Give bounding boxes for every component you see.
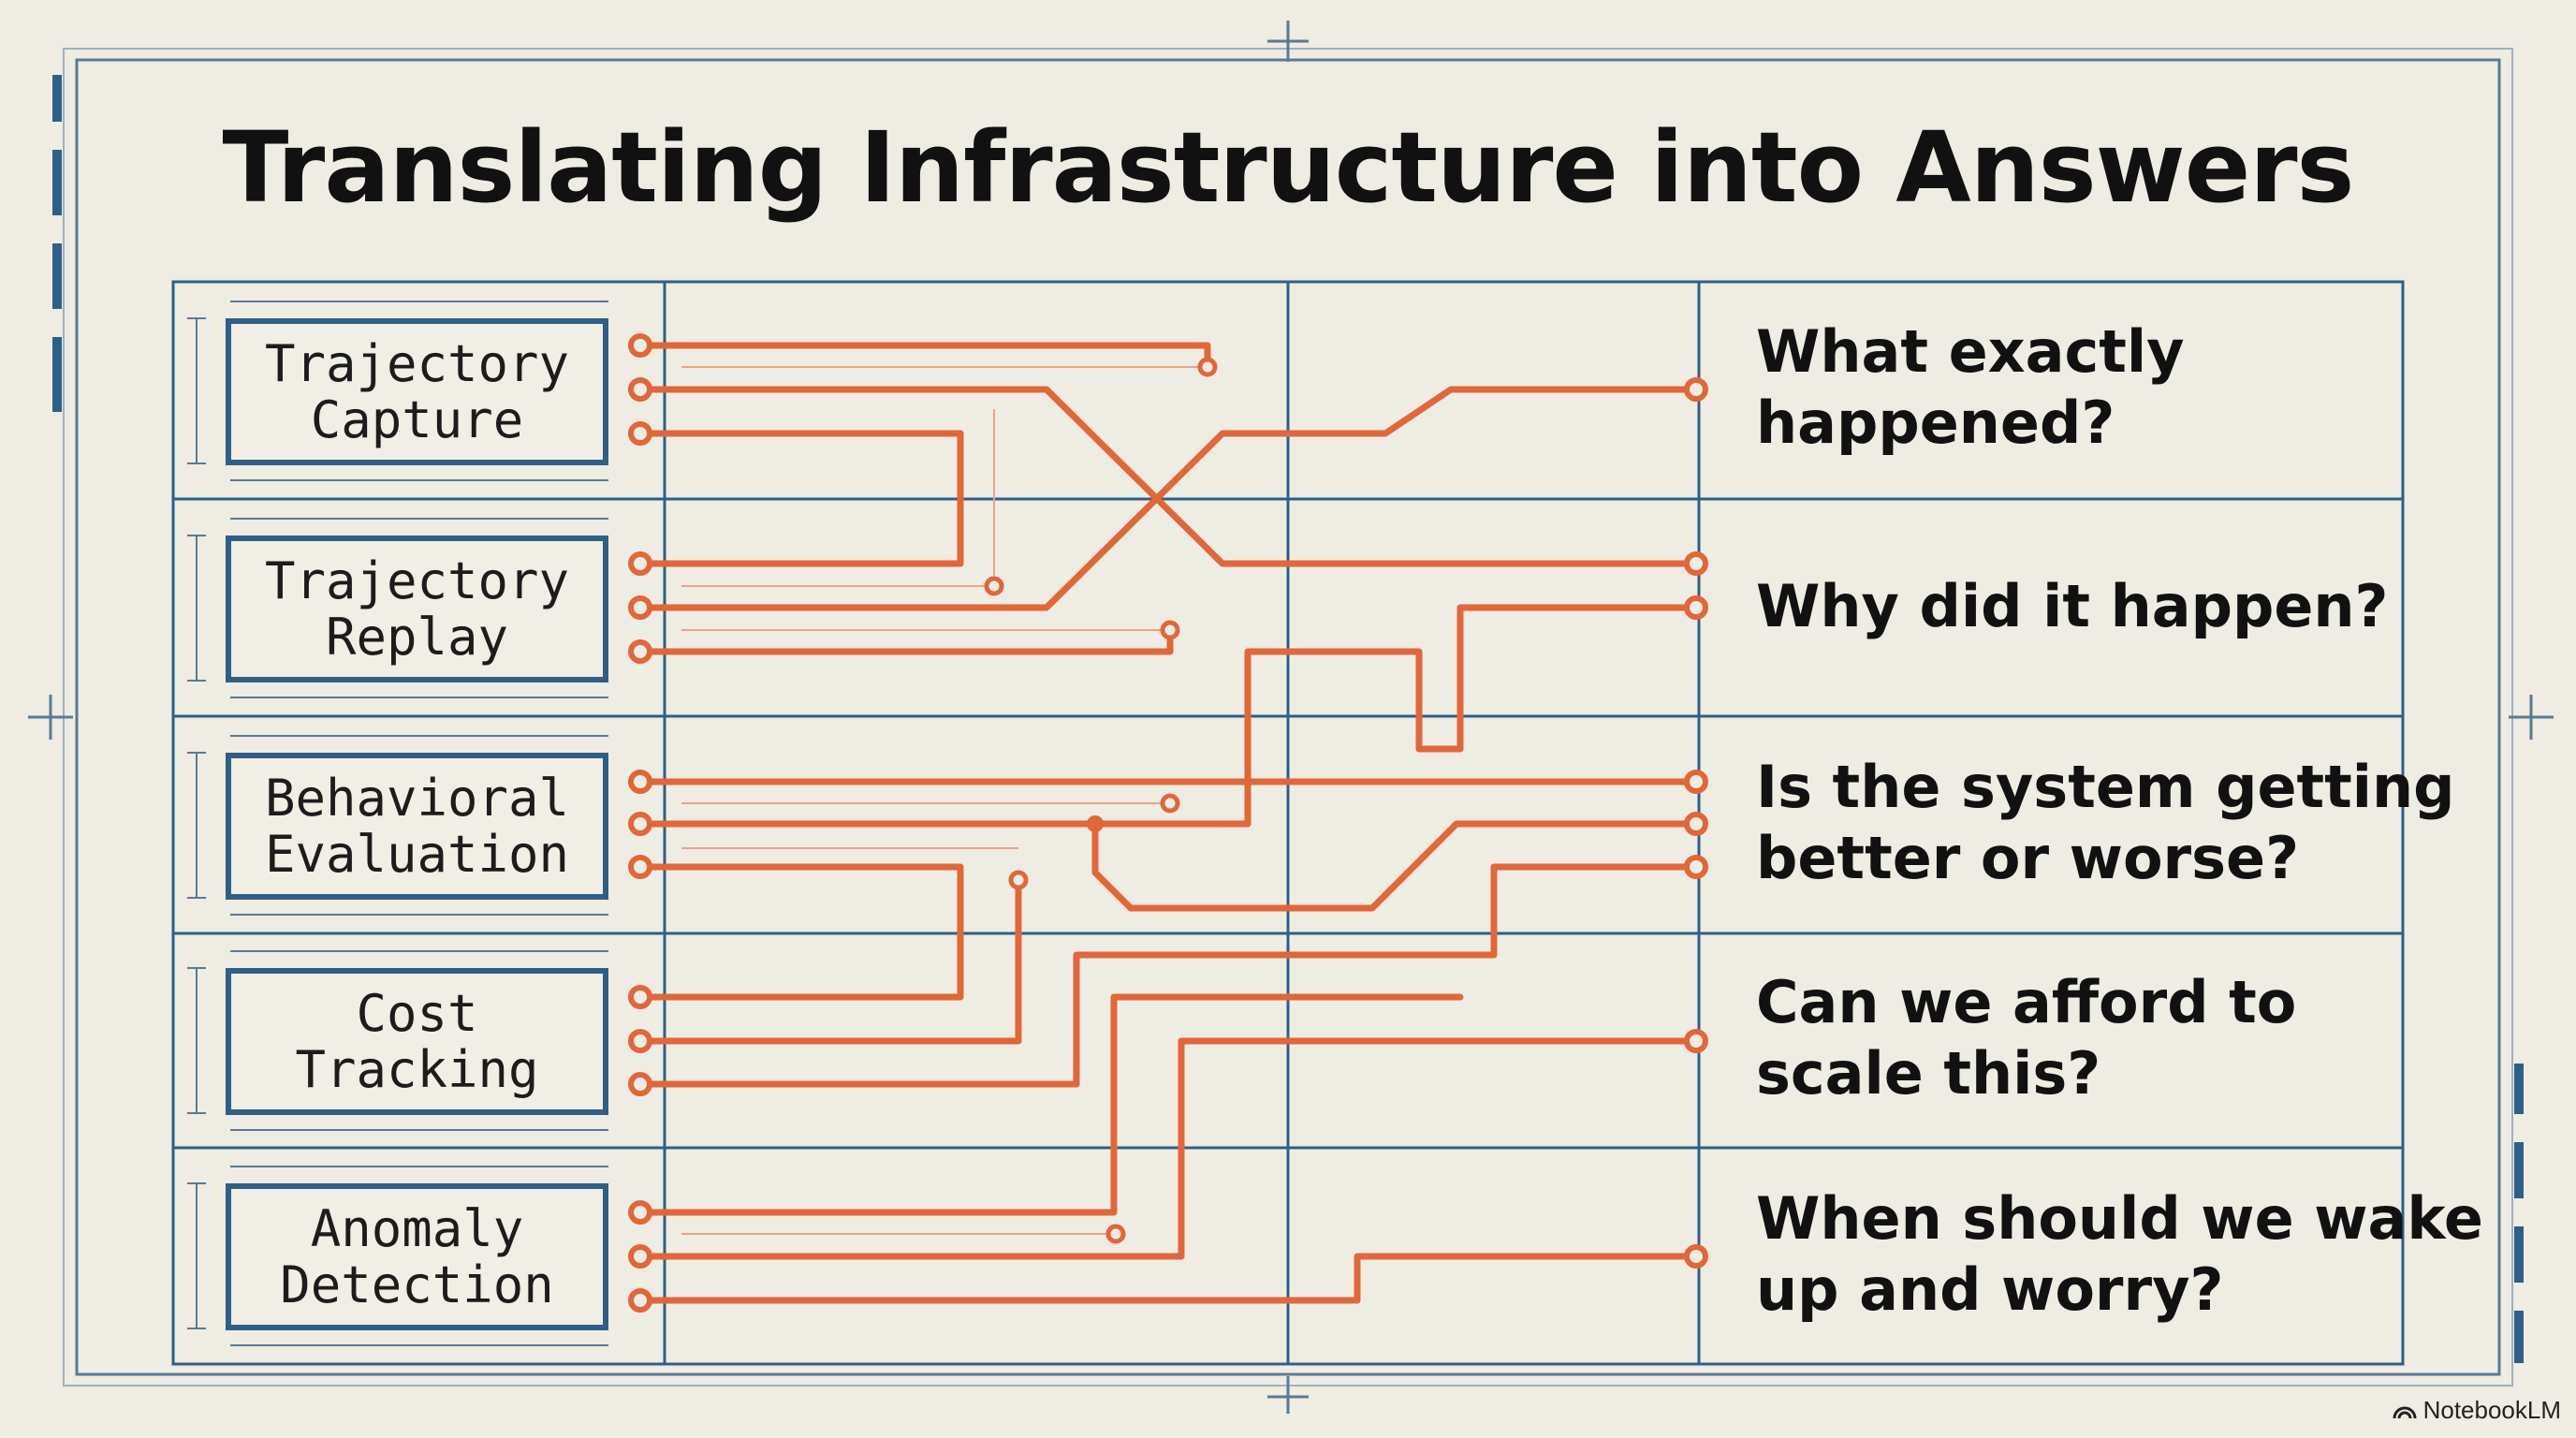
module-label-line1: Behavioral <box>264 768 570 828</box>
module-trajectory-capture: Trajectory Capture <box>226 318 608 465</box>
module-label-line2: Replay <box>325 607 509 667</box>
drafting-frame <box>28 21 2554 1414</box>
question-getting-better: Is the system getting better or worse? <box>1756 752 2455 894</box>
notebooklm-logo-icon <box>2393 1406 2417 1418</box>
question-line1: Why did it happen? <box>1756 572 2389 640</box>
module-label-line2: Tracking <box>295 1039 539 1099</box>
ruler-left <box>52 75 62 412</box>
question-line1: Is the system getting <box>1756 753 2455 821</box>
question-what-happened: What exactly happened? <box>1756 316 2411 459</box>
module-anomaly-detection: Anomaly Detection <box>226 1183 608 1330</box>
question-line1: What exactly <box>1756 317 2185 386</box>
brand-name: NotebookLM <box>2422 1396 2561 1424</box>
question-wake-worry: When should we wake up and worry? <box>1756 1183 2483 1326</box>
module-label-line1: Trajectory <box>264 333 570 393</box>
question-line1: Can we afford to <box>1756 968 2297 1036</box>
ruler-right <box>2514 1064 2524 1363</box>
guide-lines <box>681 366 1208 1235</box>
brand-watermark: NotebookLM <box>2392 1396 2561 1425</box>
question-line2: happened? <box>1756 389 2115 457</box>
module-label-line1: Trajectory <box>264 550 570 610</box>
module-label-line2: Capture <box>310 389 524 449</box>
dimension-marks <box>187 301 608 1346</box>
question-why-happened: Why did it happen? <box>1756 571 2411 642</box>
input-ports <box>1684 377 1708 1269</box>
module-label-line2: Evaluation <box>264 824 570 884</box>
module-behavioral-evaluation: Behavioral Evaluation <box>226 753 608 900</box>
question-line2: scale this? <box>1756 1039 2101 1108</box>
question-line2: better or worse? <box>1756 824 2300 892</box>
module-trajectory-replay: Trajectory Replay <box>226 536 608 682</box>
page-title: Translating Infrastructure into Answers <box>222 110 2355 225</box>
module-label-line1: Cost <box>356 983 478 1043</box>
connection-wires <box>637 342 1700 1304</box>
question-line2: up and worry? <box>1756 1255 2224 1324</box>
question-afford-scale: Can we afford to scale this? <box>1756 967 2411 1109</box>
output-ports <box>628 333 652 1313</box>
module-label-line2: Detection <box>280 1255 554 1314</box>
terminal-dots <box>984 357 1218 1244</box>
module-cost-tracking: Cost Tracking <box>226 968 608 1115</box>
junction-dot <box>1087 815 1104 832</box>
module-label-line1: Anomaly <box>310 1198 524 1258</box>
question-line1: When should we wake <box>1756 1184 2483 1253</box>
table-grid <box>171 280 2405 1366</box>
